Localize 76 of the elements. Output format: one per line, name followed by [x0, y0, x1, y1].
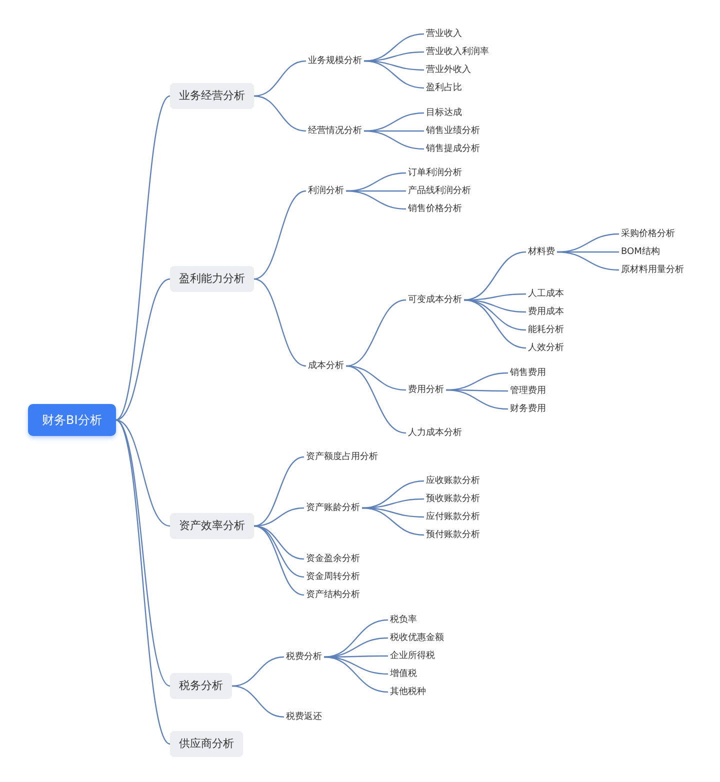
- topic-label: BOM结构: [619, 246, 662, 258]
- connector-line: [556, 251, 620, 271]
- topic-label: 人力成本分析: [406, 427, 464, 439]
- topic-label: 盈利占比: [424, 82, 464, 94]
- topic-label: 订单利润分析: [406, 167, 464, 179]
- connector-line: [254, 278, 306, 367]
- connector-line: [115, 96, 170, 420]
- connector-line: [115, 420, 170, 744]
- branch-node: 税务分析: [170, 673, 232, 699]
- topic-label: 成本分析: [306, 360, 346, 372]
- connector-line: [464, 299, 526, 349]
- connector-line: [364, 130, 424, 150]
- connector-line: [446, 389, 508, 410]
- topic-label: 采购价格分析: [619, 228, 677, 240]
- topic-label: 销售提成分析: [424, 143, 482, 155]
- connector-line: [324, 656, 388, 693]
- topic-label: 营业外收入: [424, 64, 473, 76]
- topic-label: 其他税种: [388, 686, 428, 698]
- topic-label: 能耗分析: [526, 324, 566, 336]
- connector-line: [464, 299, 526, 331]
- connector-line: [364, 60, 424, 89]
- connector-line: [254, 190, 306, 280]
- topic-label: 管理费用: [508, 385, 548, 397]
- topic-label: 资产结构分析: [304, 589, 362, 601]
- branch-node: 供应商分析: [170, 731, 243, 757]
- topic-label: 营业收入: [424, 28, 464, 40]
- connector-line: [324, 619, 388, 658]
- topic-label: 应付账款分析: [424, 511, 482, 523]
- topic-label: 税费返还: [284, 711, 324, 723]
- topic-label: 费用成本: [526, 306, 566, 318]
- root-node: 财务BI分析: [28, 404, 116, 436]
- connector-line: [232, 656, 284, 687]
- branch-node: 业务经营分析: [170, 83, 254, 109]
- branch-node: 资产效率分析: [170, 513, 254, 539]
- connector-line: [254, 525, 304, 596]
- topic-label: 材料费: [526, 246, 557, 258]
- connector-line: [116, 278, 170, 421]
- connector-line: [464, 251, 526, 301]
- topic-label: 企业所得税: [388, 650, 437, 662]
- topic-label: 人效分析: [526, 342, 566, 354]
- topic-label: 经营情况分析: [306, 125, 364, 137]
- topic-label: 增值税: [388, 668, 419, 680]
- topic-label: 费用分析: [406, 384, 446, 396]
- topic-label: 税收优惠金额: [388, 632, 446, 644]
- connector-line: [232, 685, 284, 718]
- topic-label: 可变成本分析: [406, 294, 464, 306]
- topic-label: 税费分析: [284, 651, 324, 663]
- connector-line: [254, 60, 306, 97]
- topic-label: 销售费用: [508, 367, 548, 379]
- topic-label: 预收账款分析: [424, 493, 482, 505]
- topic-label: 销售业绩分析: [424, 125, 482, 137]
- topic-label: 资金周转分析: [304, 571, 362, 583]
- connector-line: [346, 365, 406, 434]
- topic-label: 产品线利润分析: [406, 185, 473, 197]
- connector-line: [116, 419, 170, 527]
- topic-label: 业务规模分析: [306, 55, 364, 67]
- connector-line: [364, 33, 424, 62]
- topic-label: 财务费用: [508, 403, 548, 415]
- topic-label: 资产额度占用分析: [304, 451, 380, 463]
- topic-label: 预付账款分析: [424, 529, 482, 541]
- topic-label: 销售价格分析: [406, 203, 464, 215]
- branch-node: 盈利能力分析: [170, 266, 254, 292]
- topic-label: 应收账款分析: [424, 475, 482, 487]
- connector-line: [362, 507, 424, 536]
- connector-line: [346, 190, 406, 210]
- connector-line: [254, 456, 304, 527]
- connector-line: [254, 95, 306, 132]
- topic-label: 利润分析: [306, 185, 346, 197]
- topic-label: 人工成本: [526, 288, 566, 300]
- topic-label: 资金盈余分析: [304, 553, 362, 565]
- topic-label: 税负率: [388, 614, 419, 626]
- connector-line: [346, 299, 406, 367]
- topic-label: 目标达成: [424, 107, 464, 119]
- topic-label: 资产账龄分析: [304, 502, 362, 514]
- topic-label: 营业收入利润率: [424, 46, 491, 58]
- topic-label: 原材料用量分析: [619, 264, 686, 276]
